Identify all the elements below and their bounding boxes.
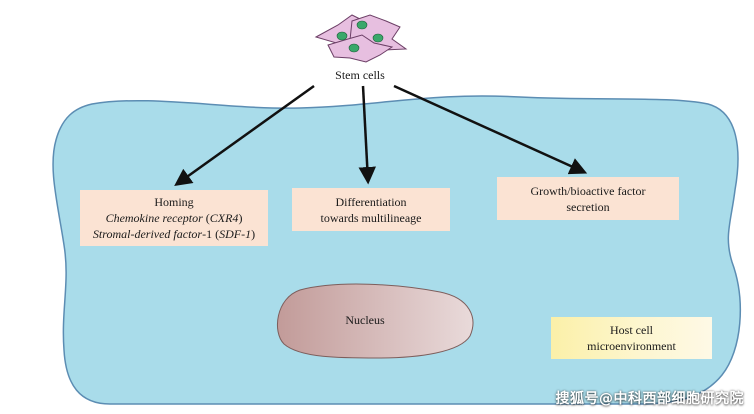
stem-cells-icon — [314, 14, 408, 63]
box-text-line: Differentiation — [335, 194, 406, 210]
box-text-segment: SDF-1 — [219, 227, 252, 241]
box-text-segment: secretion — [566, 199, 610, 214]
box-text-segment: Host cell — [610, 323, 653, 337]
host-cell-box: Host cell microenvironment — [551, 317, 712, 359]
box-text-segment: Stromal-derived factor — [92, 227, 203, 241]
nucleus-shape — [276, 283, 474, 359]
watermark: 搜狐号@中科西部细胞研究院 — [555, 391, 744, 407]
box-text-line: secretion — [566, 199, 609, 215]
box-text-line: Host cell — [610, 322, 653, 338]
box-text-segment: towards multilineage — [320, 210, 422, 225]
box-text-segment: Differentiation — [335, 194, 407, 209]
stem-cells-label: Stem cells — [335, 68, 385, 82]
box-text-segment: ) — [238, 211, 243, 225]
box-text-line: towards multilineage — [321, 210, 422, 226]
box-text-line: Homing — [154, 194, 193, 210]
nucleus-label: Nucleus — [345, 313, 385, 327]
box-text-segment: ( — [202, 211, 210, 225]
stem-cell-nucleus — [336, 31, 348, 41]
box-text-segment: CXR4 — [209, 211, 239, 225]
box-text-line: microenvironment — [587, 338, 676, 354]
box-text-line: Growth/bioactive factor — [531, 183, 646, 199]
box-text-segment: -1 ( — [202, 227, 220, 241]
arrow-to-differentiation — [358, 85, 377, 185]
arrow-to-homing — [174, 84, 315, 187]
box-text-segment: Homing — [154, 195, 194, 209]
box-text-line: Chemokine receptor (CXR4) — [106, 210, 243, 226]
arrow-to-growth — [393, 84, 588, 175]
box-text-segment: ) — [251, 227, 256, 241]
box-text-segment: microenvironment — [587, 339, 676, 353]
box-text-segment: Chemokine receptor — [105, 211, 203, 225]
stem-cell-shape — [327, 34, 394, 63]
stem-cell-nucleus — [348, 43, 360, 53]
stem-cell-nucleus — [356, 20, 368, 30]
box-text-line: Stromal-derived factor-1 (SDF-1) — [93, 226, 255, 242]
stem-cell-nucleus — [372, 33, 384, 43]
box-text-segment: Growth/bioactive factor — [530, 183, 646, 198]
